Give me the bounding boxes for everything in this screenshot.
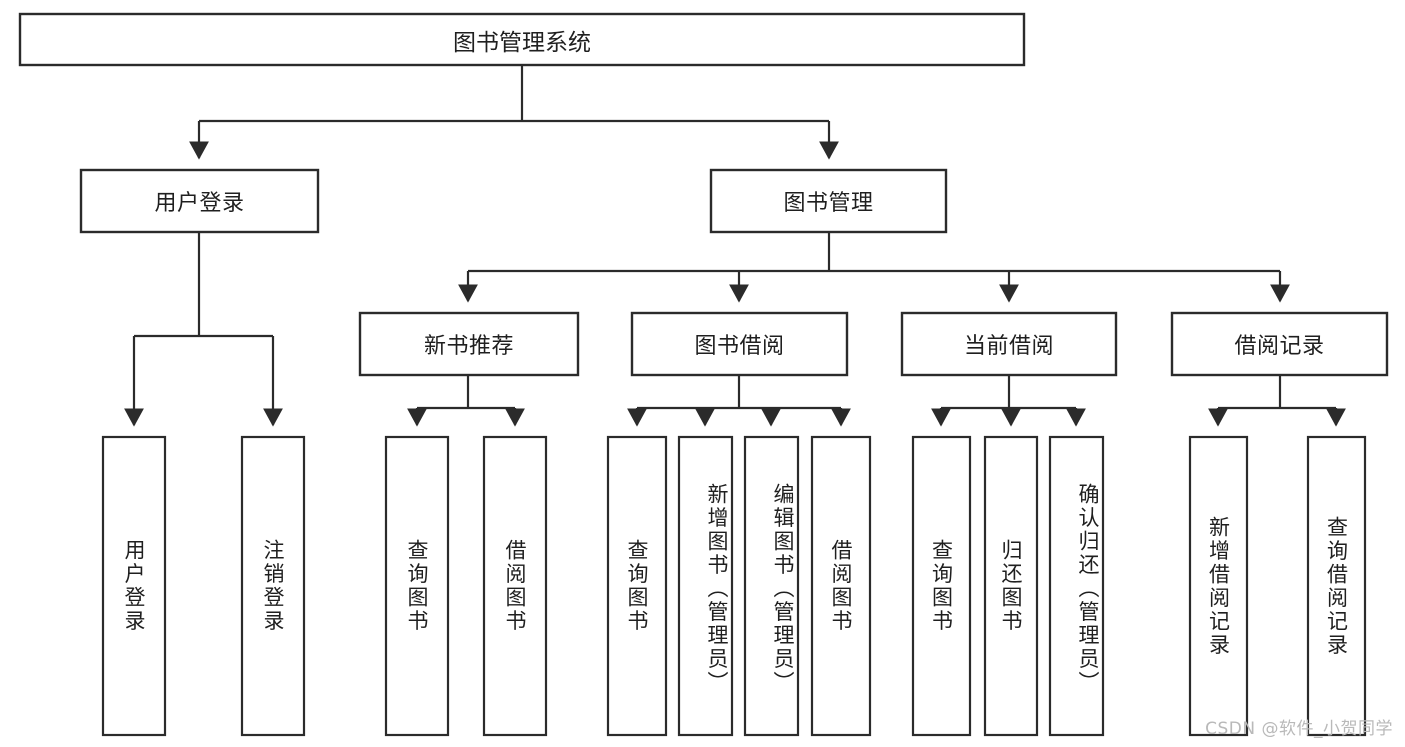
box-leaf-return-book[interactable] [983, 435, 1039, 737]
connector-userlogin-to-leaves [124, 232, 283, 427]
connector-root-to-level2 [189, 65, 839, 160]
box-borrow-record[interactable] [1170, 311, 1389, 377]
box-user-login[interactable] [79, 168, 320, 234]
box-leaf-borrow-book-1[interactable] [482, 435, 548, 737]
box-leaf-add-record[interactable] [1188, 435, 1249, 737]
box-leaf-borrow-book-2[interactable] [810, 435, 872, 737]
box-book-borrow[interactable] [630, 311, 849, 377]
connector-bookborrow-to-leaves [627, 375, 851, 427]
box-leaf-logout[interactable] [240, 435, 306, 737]
box-leaf-confirm-return[interactable] [1048, 435, 1105, 737]
box-leaf-user-login[interactable] [101, 435, 167, 737]
box-book-manage[interactable] [709, 168, 948, 234]
connector-bookmanage-to-level3 [458, 232, 1290, 303]
connector-borrowrecord-to-leaves [1208, 375, 1346, 427]
connector-newbookrec-to-leaves [407, 375, 525, 427]
box-leaf-query-record[interactable] [1306, 435, 1367, 737]
box-root[interactable] [18, 12, 1026, 67]
csdn-watermark: CSDN @软件_小贺同学 [1205, 719, 1393, 739]
box-outlines [18, 12, 1389, 737]
box-leaf-query-book-2[interactable] [606, 435, 668, 737]
box-new-book-rec[interactable] [358, 311, 580, 377]
box-leaf-edit-book[interactable] [743, 435, 800, 737]
box-current-borrow[interactable] [900, 311, 1118, 377]
box-leaf-query-book-1[interactable] [384, 435, 450, 737]
box-leaf-add-book[interactable] [677, 435, 734, 737]
connector-currentborrow-to-leaves [931, 375, 1086, 427]
box-leaf-query-book-3[interactable] [911, 435, 972, 737]
